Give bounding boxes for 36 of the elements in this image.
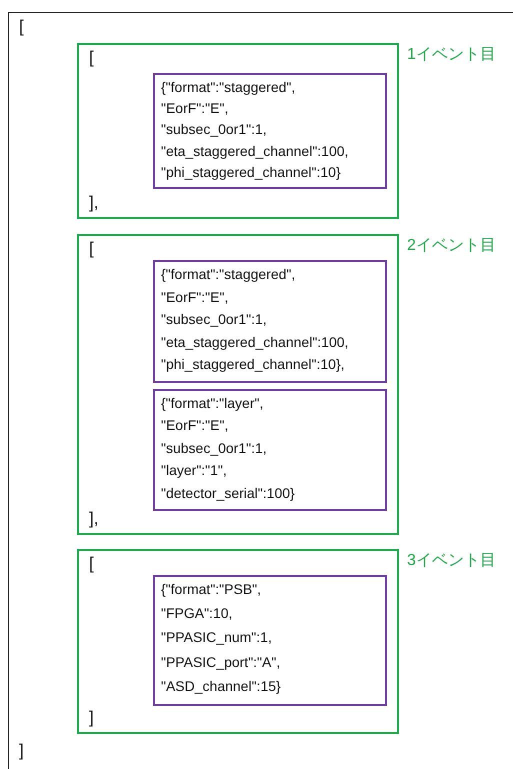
bracket: ], xyxy=(89,193,98,213)
json-object-box xyxy=(153,260,387,383)
code-line: {"format":"PSB", xyxy=(161,580,262,598)
code-line: "eta_staggered_channel":100, xyxy=(161,142,348,160)
code-line: "PPASIC_num":1, xyxy=(161,628,272,646)
code-line: "FPGA":10, xyxy=(161,604,232,622)
json-object-box xyxy=(153,575,387,706)
code-line: "ASD_channel":15} xyxy=(161,676,281,695)
bracket: [ xyxy=(89,554,94,574)
code-line: "eta_staggered_channel":100, xyxy=(161,332,348,351)
event-label: 2イベント目 xyxy=(407,236,496,256)
array-frame xyxy=(8,12,513,769)
code-line: {"format":"layer", xyxy=(161,394,264,412)
code-line: "detector_serial":100} xyxy=(161,484,295,502)
event-label: 1イベント目 xyxy=(407,45,496,65)
event-label: 3イベント目 xyxy=(407,551,496,571)
bracket: [ xyxy=(89,239,94,259)
code-line: "EorF":"E", xyxy=(161,99,228,118)
bracket: ], xyxy=(89,509,98,529)
bracket: [ xyxy=(89,48,94,68)
code-line: "phi_staggered_channel":10} xyxy=(161,162,341,181)
code-line: "EorF":"E", xyxy=(161,416,228,434)
bracket: ] xyxy=(19,741,24,761)
code-line: "subsec_0or1":1, xyxy=(161,438,267,457)
bracket: ] xyxy=(89,708,94,728)
code-line: {"format":"staggered", xyxy=(161,78,296,96)
code-line: {"format":"staggered", xyxy=(161,265,296,283)
json-object-box xyxy=(153,389,387,511)
code-line: "subsec_0or1":1, xyxy=(161,310,267,328)
code-line: "layer":"1", xyxy=(161,461,227,480)
bracket: [ xyxy=(19,17,24,37)
code-line: "phi_staggered_channel":10}, xyxy=(161,355,345,374)
json-object-box xyxy=(153,73,387,189)
code-line: "PPASIC_port":"A", xyxy=(161,652,280,671)
code-line: "subsec_0or1":1, xyxy=(161,120,267,138)
code-line: "EorF":"E", xyxy=(161,288,228,306)
